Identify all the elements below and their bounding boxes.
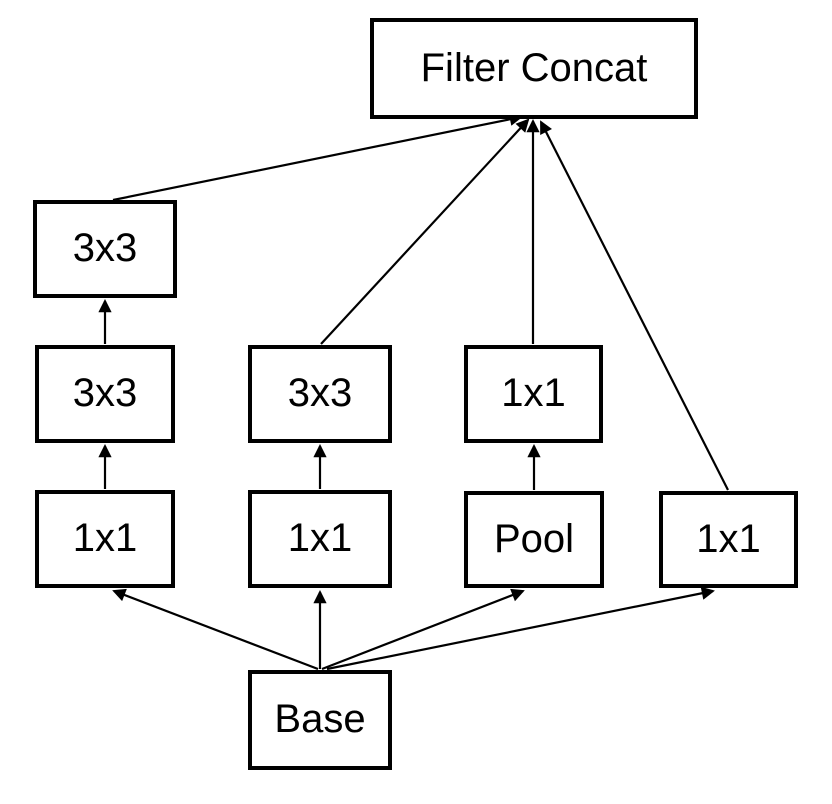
node-branch2-conv1x1-label: 1x1 <box>287 516 353 560</box>
edge-b2-3x3-to-filter-concat <box>320 118 530 345</box>
node-branch1-conv3x3-top-label: 3x3 <box>72 226 138 270</box>
edge-base-to-b1-1x1 <box>112 588 319 671</box>
node-branch4-conv1x1: 1x1 <box>659 491 798 588</box>
node-branch1-conv3x3-top: 3x3 <box>33 200 177 298</box>
node-base: Base <box>248 670 392 770</box>
node-base-label: Base <box>274 697 366 741</box>
node-branch3-pool: Pool <box>464 491 604 588</box>
edge-b1-3x3-top-to-filter-concat <box>112 112 523 202</box>
node-branch2-conv3x3: 3x3 <box>248 345 392 443</box>
node-filter-concat: Filter Concat <box>370 18 698 119</box>
node-branch3-pool-label: Pool <box>493 516 575 561</box>
node-branch1-conv3x3-mid: 3x3 <box>35 345 175 443</box>
node-branch1-conv1x1-label: 1x1 <box>72 516 138 560</box>
node-branch3-conv1x1: 1x1 <box>464 345 603 443</box>
node-branch3-conv1x1-label: 1x1 <box>501 371 566 415</box>
edge-b4-1x1-to-filter-concat <box>540 120 729 491</box>
edge-base-to-b3-pool <box>321 588 525 671</box>
node-branch2-conv3x3-label: 3x3 <box>287 371 353 415</box>
node-filter-concat-label: Filter Concat <box>420 45 648 90</box>
node-branch2-conv1x1: 1x1 <box>248 490 392 588</box>
edge-base-to-b4-1x1 <box>326 586 715 671</box>
node-branch1-conv1x1: 1x1 <box>35 490 175 588</box>
node-branch1-conv3x3-mid-label: 3x3 <box>72 371 138 415</box>
node-branch4-conv1x1-label: 1x1 <box>696 516 761 561</box>
